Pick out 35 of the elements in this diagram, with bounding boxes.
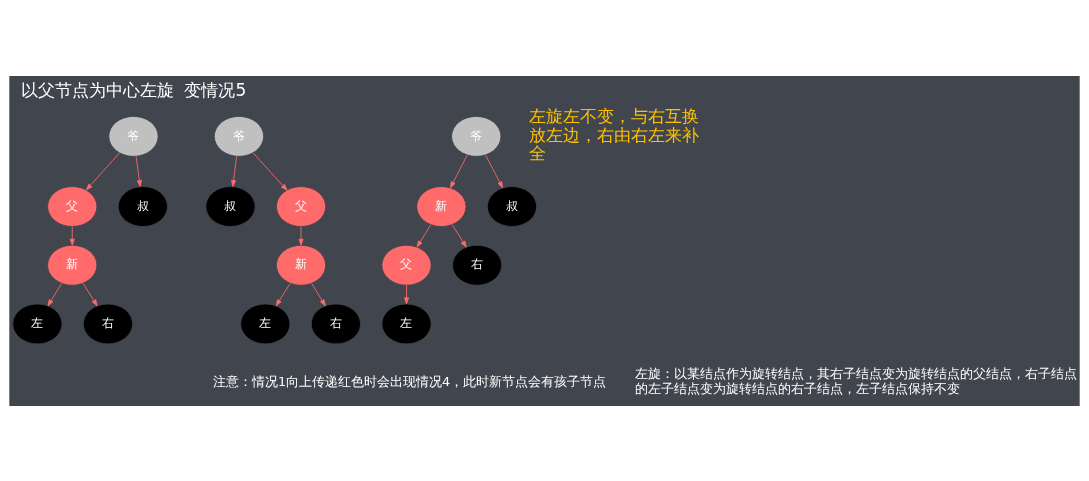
node-ellipse: 左 [12,303,63,344]
label: 左旋：以某结点作为旋转结点，其右子结点变为旋转结点的父结点，右子结点的左子结点变为旋转结点的右子结点，左子结点保持不变 [634,365,1077,396]
diagram-title: 以父节点为中心左旋 变情况5 [20,79,247,100]
node-ellipse: 爷 [451,115,502,157]
arrow [69,225,75,246]
arrow [311,282,326,306]
node-ellipse: 左 [240,303,291,344]
node-ellipse: 爷 [213,115,265,157]
arrow [451,223,467,247]
arrow [416,223,432,247]
node-ellipse: 右 [82,303,134,344]
node-ellipse: 右 [310,303,361,344]
node-ellipse: 右 [452,244,503,286]
arrow [135,155,142,187]
node-ellipse: 叔 [486,185,538,227]
arrow [404,284,409,304]
node-ellipse: 新 [275,244,327,286]
arrow [298,225,304,246]
node-ellipse: 新 [416,185,467,227]
arrow [485,154,504,188]
arrow [231,155,237,187]
node-ellipse: 爷 [108,115,159,157]
arrow [85,152,120,190]
label: 左旋左不变，与右互换放左边，右由右左来补全 [529,105,700,163]
arrow [252,152,288,191]
node-ellipse: 左 [381,303,432,344]
arrow [47,282,63,306]
arrow [82,282,98,306]
node-ellipse: 新 [47,244,98,286]
label: 注意：情况1向上传递红色时会出现情况4，此时新节点会有孩子节点 [213,373,607,389]
arrow [275,282,291,306]
node-ellipse: 父 [381,244,432,286]
node-ellipse: 叔 [117,185,168,227]
node-ellipse: 叔 [205,185,256,227]
arrow [450,154,468,188]
